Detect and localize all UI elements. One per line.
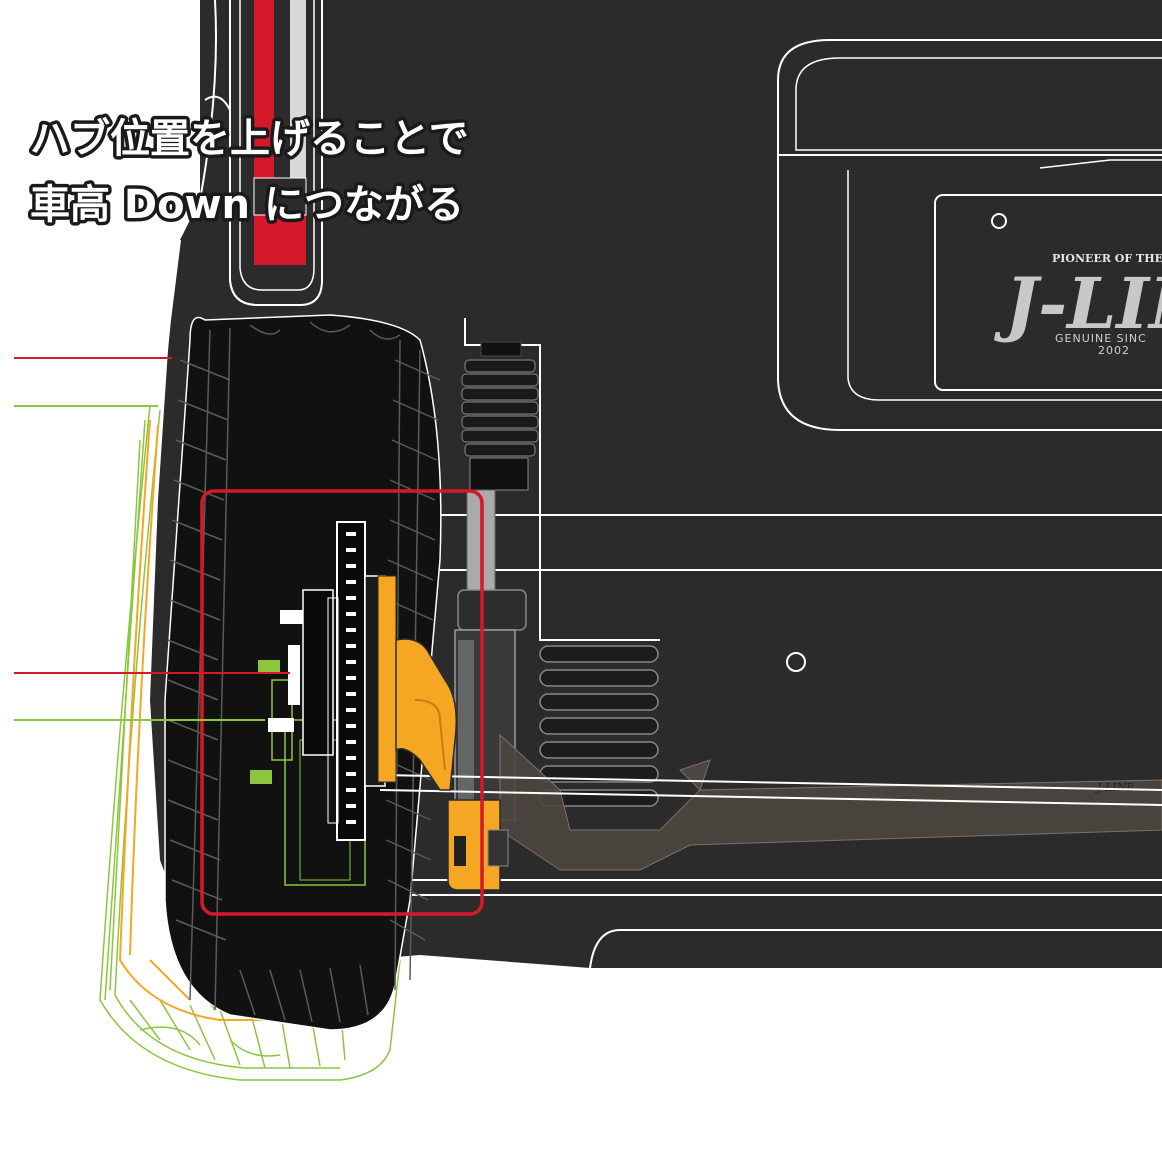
sill-lines	[379, 774, 1162, 806]
caption-line-1: ハブ位置を上げることで	[30, 116, 469, 162]
license-plate: PIONEER OF THE J-LIN GENUINE SINC 2002	[934, 194, 1162, 391]
plate-brand-logo: J-LIN	[994, 262, 1162, 345]
plate-top-text: PIONEER OF THE	[1052, 252, 1162, 265]
coil-spring	[539, 645, 659, 807]
reference-lines	[14, 357, 290, 721]
highlight-box	[200, 489, 484, 916]
license-plate-recess	[777, 39, 1162, 431]
caption: ハブ位置を上げることで 車高 Down につながる	[27, 113, 473, 232]
original-tire-outline	[99, 404, 401, 1081]
tail-lamp	[229, 0, 323, 306]
trailing-arm: J-LINE	[499, 733, 1162, 871]
brake-assembly	[268, 521, 509, 891]
arm-logo: J-LINE	[1095, 781, 1134, 794]
plate-year: 2002	[1098, 344, 1130, 357]
caption-line-2: 車高 Down につながる	[30, 182, 464, 228]
plate-bottom-text: GENUINE SINC	[1055, 332, 1147, 345]
